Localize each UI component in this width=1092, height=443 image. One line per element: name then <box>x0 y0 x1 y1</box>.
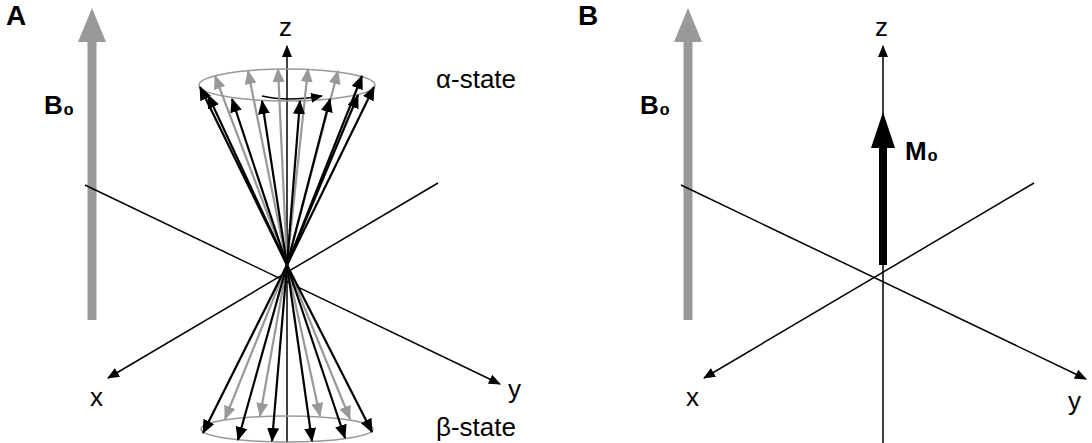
axis-label: y <box>1068 388 1081 414</box>
field-arrow <box>674 8 702 320</box>
axis-label: z <box>875 14 888 40</box>
axis-label: x <box>90 384 103 410</box>
magnetization-label: M₀ <box>905 138 938 164</box>
panel-letter: B <box>578 2 598 30</box>
axis-label: z <box>279 14 292 40</box>
axis-label: x <box>686 384 699 410</box>
axis-label: y <box>508 376 521 402</box>
field-arrow <box>78 8 106 320</box>
state-label: α-state <box>436 66 516 92</box>
axes <box>85 46 500 443</box>
field-label: B₀ <box>640 92 671 118</box>
precession-cones <box>199 69 375 442</box>
axes <box>681 46 1086 443</box>
magnetization-vector <box>871 112 895 265</box>
field-label: B₀ <box>44 92 75 118</box>
panel-letter: A <box>6 2 26 30</box>
state-label: β-state <box>436 414 516 440</box>
spin-vectors <box>200 69 374 441</box>
